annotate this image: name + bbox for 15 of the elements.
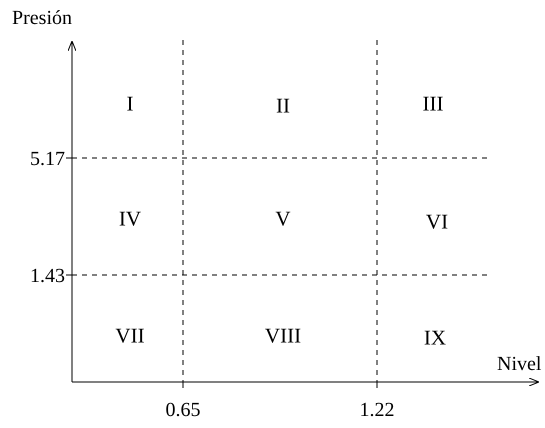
region-label: V — [275, 208, 291, 230]
region-label: IV — [118, 208, 142, 230]
region-label: II — [276, 96, 290, 116]
tick-label: 1.43 — [30, 266, 65, 286]
tick-label: 5.17 — [30, 149, 65, 169]
region-label: IX — [424, 328, 446, 348]
region-label: VI — [426, 212, 448, 232]
region-label: I — [126, 94, 134, 114]
region-label: VII — [115, 326, 145, 346]
axis-label: Presión — [12, 8, 72, 28]
region-label: VIII — [264, 326, 302, 346]
tick-label: 1.22 — [360, 400, 394, 420]
axis-label: Nivel — [497, 354, 542, 374]
region-label: III — [422, 94, 444, 114]
tick-label: 0.65 — [166, 400, 200, 420]
